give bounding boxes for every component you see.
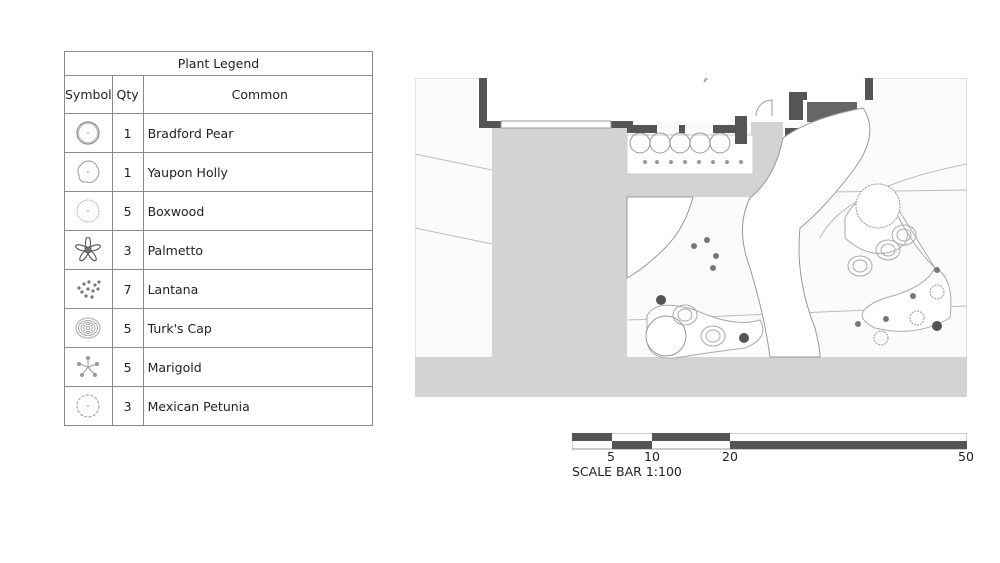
sidewalk bbox=[415, 357, 967, 397]
scale-tick-10: 10 bbox=[644, 449, 660, 464]
legend-row: 1 Yaupon Holly bbox=[64, 152, 374, 192]
legend-row: 3 Mexican Petunia bbox=[64, 386, 374, 426]
legend-row: 5 Marigold bbox=[64, 347, 374, 387]
scale-tick-50: 50 bbox=[958, 449, 974, 464]
legend-row: 5 Turk's Cap bbox=[64, 308, 374, 348]
scale-bar-label: SCALE BAR 1:100 bbox=[572, 464, 682, 479]
bradford-pear-icon bbox=[76, 121, 100, 145]
scale-tick-20: 20 bbox=[722, 449, 738, 464]
header-symbol: Symbol bbox=[64, 75, 113, 114]
legend-row: 7 Lantana bbox=[64, 269, 374, 309]
mexican-petunia-icon bbox=[76, 394, 100, 418]
legend-row: 5 Boxwood bbox=[64, 191, 374, 231]
plant-legend-table: Plant Legend Symbol Qty Common 1 Bradfor… bbox=[64, 51, 374, 426]
scale-tick-5: 5 bbox=[607, 449, 615, 464]
turks-cap-icon bbox=[75, 317, 101, 339]
site-plan bbox=[415, 78, 967, 397]
palmetto-icon bbox=[75, 237, 102, 262]
scale-bar bbox=[572, 433, 967, 450]
yaupon-holly-icon bbox=[77, 160, 100, 183]
legend-title: Plant Legend bbox=[64, 51, 373, 76]
driveway bbox=[492, 122, 627, 357]
lantana-icon bbox=[77, 280, 101, 299]
header-common: Common bbox=[142, 75, 374, 114]
header-qty: Qty bbox=[111, 75, 144, 114]
legend-row: 1 Bradford Pear bbox=[64, 113, 374, 153]
legend-row: 3 Palmetto bbox=[64, 230, 374, 270]
boxwood-icon bbox=[76, 199, 100, 223]
marigold-icon bbox=[77, 356, 100, 377]
